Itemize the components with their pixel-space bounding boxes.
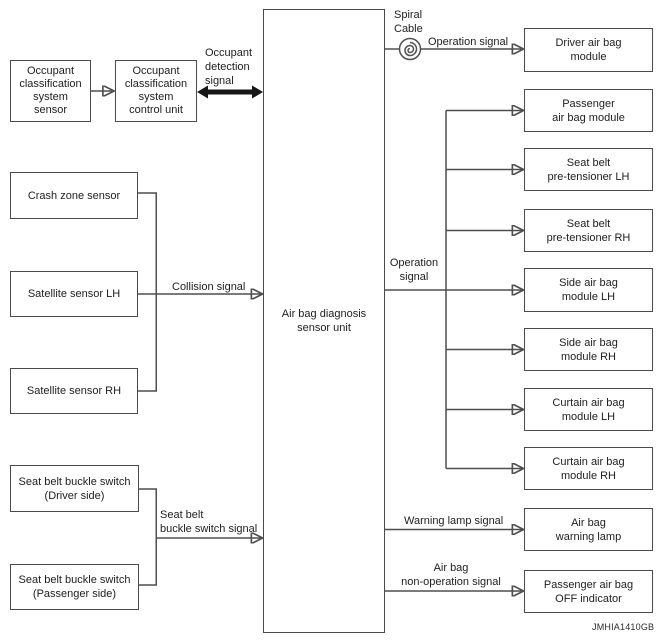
box-curtain-airbag-module-rh: Curtain air bag module RH xyxy=(524,447,653,490)
box-seat-belt-buckle-switch-driver: Seat belt buckle switch (Driver side) xyxy=(10,465,139,512)
box-airbag-warning-lamp: Air bag warning lamp xyxy=(524,508,653,551)
box-satellite-sensor-rh: Satellite sensor RH xyxy=(10,368,138,414)
label-airbag-non-operation-signal: Air bag non-operation signal xyxy=(401,562,501,588)
box-crash-zone-sensor: Crash zone sensor xyxy=(10,172,138,219)
label-seat-belt-buckle-switch-signal: Seat belt buckle switch signal xyxy=(160,509,258,535)
box-occupant-classification-sensor: Occupant classification system sensor xyxy=(10,60,91,122)
occupant-detection-double-arrow xyxy=(197,85,263,99)
label-warning-lamp-signal: Warning lamp signal xyxy=(404,515,504,527)
box-occupant-classification-control-unit: Occupant classification system control u… xyxy=(115,60,197,122)
box-seat-belt-pretensioner-rh: Seat belt pre-tensioner RH xyxy=(524,209,653,252)
box-satellite-sensor-lh: Satellite sensor LH xyxy=(10,271,138,317)
box-passenger-airbag-off-indicator: Passenger air bag OFF indicator xyxy=(524,570,653,613)
figure-code-watermark: JMHIA1410GB xyxy=(592,622,655,632)
box-side-airbag-module-lh: Side air bag module LH xyxy=(524,268,653,312)
label-spiral-cable: Spiral Cable xyxy=(394,9,423,35)
box-seat-belt-buckle-switch-passenger: Seat belt buckle switch (Passenger side) xyxy=(10,564,139,610)
box-passenger-airbag-module: Passenger air bag module xyxy=(524,89,653,132)
label-collision-signal: Collision signal xyxy=(172,281,246,293)
label-occupant-detection-signal: Occupant detection signal xyxy=(205,47,253,87)
box-seat-belt-pretensioner-lh: Seat belt pre-tensioner LH xyxy=(524,148,653,191)
box-driver-airbag-module: Driver air bag module xyxy=(524,28,653,72)
label-operation-signal-mid: Operation signal xyxy=(389,257,439,283)
spiral-cable-icon xyxy=(398,37,422,61)
label-operation-signal-top: Operation signal xyxy=(428,36,509,48)
box-curtain-airbag-module-lh: Curtain air bag module LH xyxy=(524,388,653,431)
box-airbag-diagnosis-sensor-unit: Air bag diagnosis sensor unit xyxy=(263,9,385,633)
box-side-airbag-module-rh: Side air bag module RH xyxy=(524,328,653,371)
